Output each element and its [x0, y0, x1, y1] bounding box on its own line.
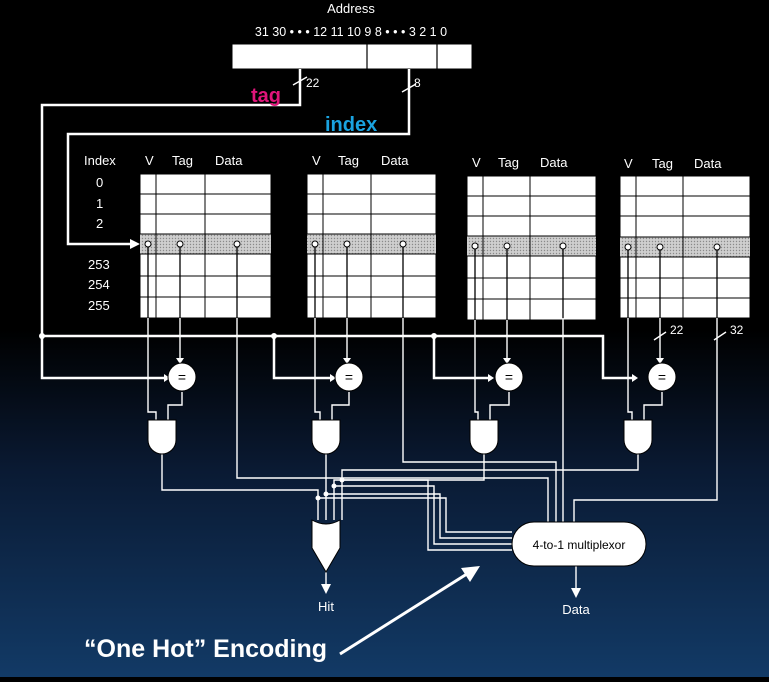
equal-symbol: = — [178, 369, 186, 385]
comparator-0: = — [167, 362, 197, 392]
v-header: V — [145, 153, 154, 168]
data-width-32: 32 — [730, 323, 744, 337]
mux-label: 4-to-1 multiplexor — [533, 538, 626, 552]
cache-way-3: V Tag Data — [619, 156, 751, 319]
data-header: Data — [694, 156, 722, 171]
index-label: index — [325, 114, 377, 136]
index-row: 1 — [96, 196, 103, 211]
one-hot-arrow — [339, 566, 480, 656]
comparator-arrows — [164, 358, 664, 382]
hit-arrow — [321, 584, 331, 594]
or-gate — [311, 519, 341, 573]
index-row: 254 — [88, 277, 110, 292]
address-bit-numbers: 31 30 • • • 12 11 10 9 8 • • • 3 2 1 0 — [255, 25, 447, 39]
signal-wiring — [147, 318, 718, 590]
tap-points — [144, 240, 721, 251]
data-header: Data — [215, 153, 243, 168]
comparator-1: = — [334, 362, 364, 392]
tag-header: Tag — [172, 153, 193, 168]
and-gate-2 — [469, 419, 499, 455]
comparator-2: = — [494, 362, 524, 392]
index-row: 255 — [88, 298, 110, 313]
address-title: Address — [327, 1, 375, 16]
data-width-22: 22 — [670, 323, 684, 337]
and-gate-0 — [147, 419, 177, 455]
bus-width-marks — [292, 76, 727, 341]
tag-header: Tag — [338, 153, 359, 168]
index-arrow — [130, 239, 140, 249]
data-header: Data — [540, 155, 568, 170]
junction-dots — [39, 333, 437, 501]
cache-way-2: V Tag Data — [466, 155, 597, 321]
data-arrow — [571, 588, 581, 598]
hit-label: Hit — [318, 599, 334, 614]
equal-symbol: = — [658, 369, 666, 385]
cache-way-0: V Tag Data — [139, 153, 272, 319]
index-column: Index 0 1 2 253 254 255 — [84, 153, 116, 313]
one-hot-label: “One Hot” Encoding — [84, 635, 327, 663]
v-header: V — [624, 156, 633, 171]
multiplexor: 4-to-1 multiplexor — [511, 521, 647, 567]
index-row: 2 — [96, 216, 103, 231]
address-register — [231, 43, 473, 70]
and-gate-1 — [311, 419, 341, 455]
main-wiring — [40, 69, 636, 380]
v-header: V — [472, 155, 481, 170]
data-header: Data — [381, 153, 409, 168]
tag-width-label: 22 — [306, 76, 320, 90]
index-width-label: 8 — [414, 76, 421, 90]
tag-header: Tag — [498, 155, 519, 170]
index-row: 0 — [96, 175, 103, 190]
index-row: 253 — [88, 257, 110, 272]
v-header: V — [312, 153, 321, 168]
data-output-label: Data — [562, 602, 590, 617]
cache-way-1: V Tag Data — [306, 153, 437, 319]
tag-label: tag — [251, 85, 281, 107]
equal-symbol: = — [345, 369, 353, 385]
way-wiring — [147, 244, 718, 320]
index-header: Index — [84, 153, 116, 168]
comparator-3: = — [647, 362, 677, 392]
equal-symbol: = — [505, 369, 513, 385]
tag-header: Tag — [652, 156, 673, 171]
and-gate-3 — [623, 419, 653, 455]
